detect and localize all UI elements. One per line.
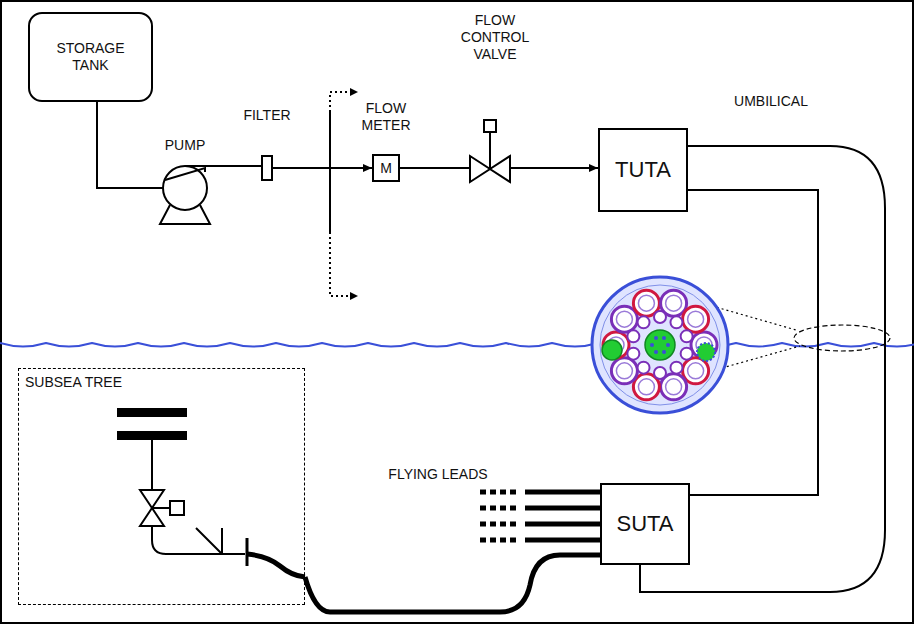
tube-circle: [654, 311, 666, 323]
node-text: STORAGE TANK: [51, 40, 131, 74]
umbilical-callout: [712, 306, 890, 368]
pipe-line: [305, 555, 600, 612]
part-label: FLOW CONTROL VALVE: [440, 12, 550, 63]
tube-circle: [638, 316, 650, 328]
tube-circle: [683, 306, 709, 332]
tube-circle: [662, 336, 666, 340]
node-text: FLOW METER: [354, 100, 418, 134]
tube-circle: [602, 340, 622, 360]
tube-circle: [688, 311, 704, 327]
tube-circle: [666, 343, 670, 347]
sea-surface: [0, 343, 914, 347]
node-text: SUBSEA TREE: [25, 374, 122, 391]
pipe-line: [400, 167, 598, 169]
tube-circle: [662, 350, 666, 354]
flying-lead-stubs: [480, 492, 600, 540]
tree-symbol: [118, 409, 305, 577]
tube-circle: [681, 330, 693, 342]
node-text: SUTA: [616, 511, 673, 537]
meter-box: FLOW METERM: [372, 154, 400, 182]
umbilical-cross-section: [592, 277, 728, 413]
tube-circle: [670, 362, 682, 374]
pipe-connector: [305, 555, 600, 612]
pipe-line: [97, 102, 372, 188]
tube-circle: [697, 343, 715, 361]
tube-circle: [600, 285, 720, 405]
tube-circle: [616, 311, 632, 327]
valve-symbol: [470, 120, 510, 182]
tube-circle: [627, 330, 639, 342]
tube-circle: [688, 363, 704, 379]
tube-circle: [654, 350, 658, 354]
tube-circle: [611, 306, 637, 332]
part-label: FILTER: [232, 107, 302, 124]
pump-symbol: [160, 166, 210, 224]
part-label: FLYING LEADS: [388, 466, 488, 483]
tuta-box: TUTA: [598, 128, 688, 212]
tube-circle: [611, 358, 637, 384]
tube-circle: [666, 379, 682, 395]
part-label: PUMP: [150, 137, 220, 154]
tube-circle: [670, 316, 682, 328]
tube-circle: [650, 343, 654, 347]
tube-circle: [616, 363, 632, 379]
node-text: M: [380, 160, 392, 177]
branch-line: [330, 88, 358, 300]
tube-circle: [638, 362, 650, 374]
pipe-line: [688, 190, 818, 495]
tube-circle: [638, 295, 654, 311]
filter-symbol: [262, 156, 272, 180]
tree-region: SUBSEA TREE: [18, 368, 305, 605]
tube-circle: [666, 295, 682, 311]
tube-circle: [638, 379, 654, 395]
part-label: UMBILICAL: [716, 93, 826, 110]
tube-circle: [681, 348, 693, 360]
tube-circle: [654, 367, 666, 379]
tube-circle: [627, 348, 639, 360]
pipe-connector: [97, 102, 372, 188]
pipe-connector: [400, 168, 598, 169]
tube-circle: [592, 277, 728, 413]
tube-circle: [683, 358, 709, 384]
suta-box: SUTA: [600, 483, 690, 565]
tube-circle: [645, 330, 675, 360]
tube-circle: [654, 336, 658, 340]
tank-box: STORAGE TANK: [28, 12, 153, 102]
node-text: TUTA: [615, 157, 671, 183]
